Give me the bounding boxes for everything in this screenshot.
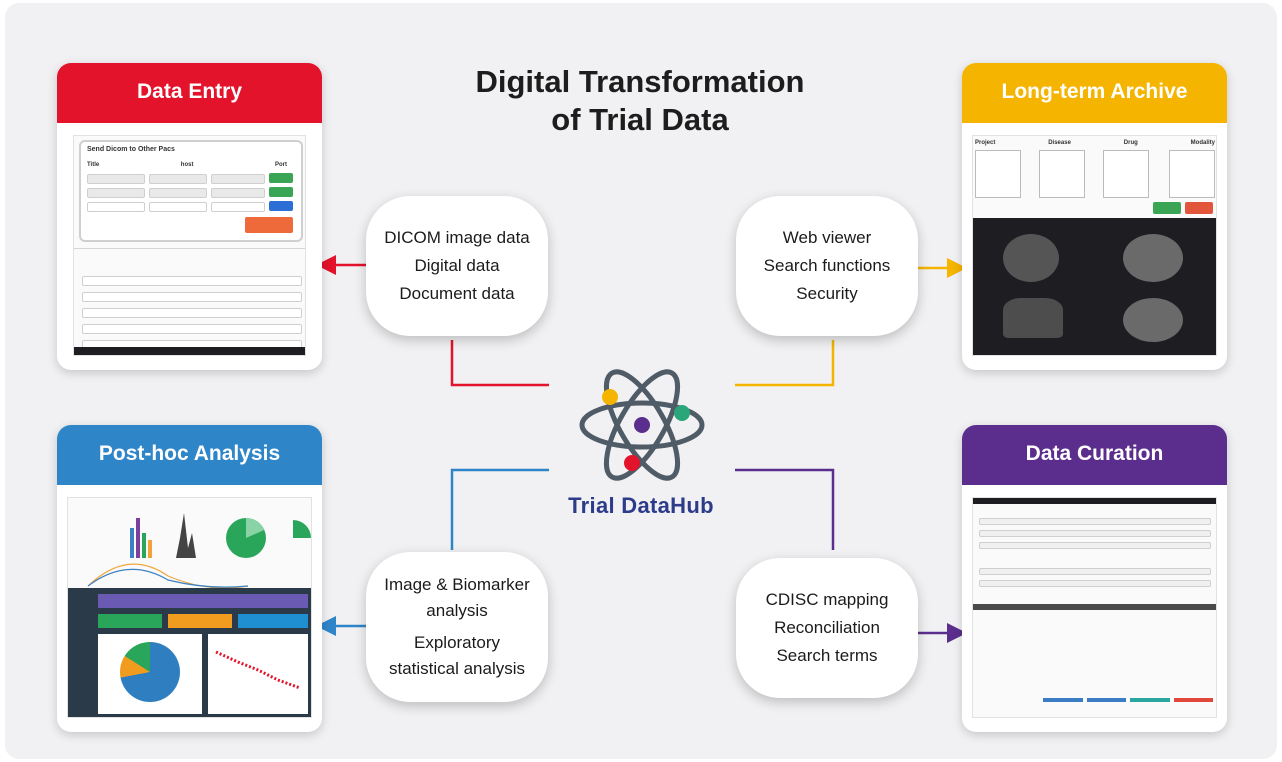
- panel-title-post-hoc: Post-hoc Analysis: [57, 425, 322, 485]
- ct-slice: [1003, 298, 1063, 338]
- bubble-item: Document data: [399, 284, 515, 303]
- port-field-new[interactable]: [211, 202, 265, 212]
- filter-labels: Project Disease Drug Modality: [975, 140, 1215, 146]
- divider: [74, 248, 305, 249]
- bubble-archive: Web viewer Search functions Security: [736, 196, 918, 336]
- table-row: [979, 530, 1211, 537]
- pie-chart-card: [98, 634, 202, 714]
- dialog-columns: Title host Port: [87, 162, 287, 168]
- data-entry-screenshot: Send Dicom to Other Pacs Title host Port: [73, 135, 306, 356]
- filter-modality: Modality: [1190, 140, 1215, 146]
- bubble-curation: CDISC mapping Reconciliation Search term…: [736, 558, 918, 698]
- footer-bar: [74, 347, 305, 355]
- table-row: [979, 518, 1211, 525]
- port-field[interactable]: [211, 174, 265, 184]
- bubble-item: Web viewer: [782, 228, 872, 247]
- bubble-item: DICOM image data: [384, 228, 530, 247]
- table-row: [979, 542, 1211, 549]
- stat-box: [238, 614, 308, 628]
- title-field-new[interactable]: [87, 202, 145, 212]
- table-row: [82, 308, 302, 318]
- ct-slice: [1003, 234, 1059, 282]
- title-field[interactable]: [87, 174, 145, 184]
- panel-data-entry: Data Entry Send Dicom to Other Pacs Titl…: [57, 63, 322, 370]
- dashboard: [68, 588, 311, 717]
- panel-data-curation: Data Curation: [962, 425, 1227, 732]
- title-line-1: Digital Transformation: [475, 64, 805, 99]
- column-host: host: [180, 162, 194, 168]
- dialog-heading: Send Dicom to Other Pacs: [87, 146, 175, 153]
- table-row: [82, 292, 302, 302]
- hub-label: Trial DataHub: [568, 493, 714, 518]
- panel-title-archive: Long-term Archive: [962, 63, 1227, 123]
- panel-title-curation: Data Curation: [962, 425, 1227, 485]
- search-button[interactable]: [1153, 202, 1181, 214]
- column-port: Port: [275, 162, 287, 168]
- bubble-item: Image & Biomarker: [384, 575, 530, 594]
- disease-list[interactable]: [1039, 150, 1085, 198]
- filter-disease: Disease: [1048, 140, 1071, 146]
- send-dicom-dialog: Send Dicom to Other Pacs Title host Port: [79, 140, 303, 242]
- bubble-item: Digital data: [414, 256, 500, 275]
- archive-screenshot: Project Disease Drug Modality: [972, 135, 1217, 356]
- table-row: [82, 276, 302, 286]
- panel-post-hoc-analysis: Post-hoc Analysis: [57, 425, 322, 732]
- table-row: [82, 324, 302, 334]
- table-row: [979, 580, 1211, 587]
- pie-chart: [120, 642, 180, 702]
- bubble-post-hoc: Image & Biomarker analysis Exploratory s…: [366, 552, 548, 702]
- title-field-2[interactable]: [87, 188, 145, 198]
- title-line-2: of Trial Data: [551, 102, 729, 137]
- host-field-new[interactable]: [149, 202, 207, 212]
- host-field[interactable]: [149, 174, 207, 184]
- column-title: Title: [87, 162, 100, 168]
- host-field-2[interactable]: [149, 188, 207, 198]
- panel-long-term-archive: Long-term Archive Project Disease Drug M…: [962, 63, 1227, 370]
- add-button[interactable]: [269, 201, 293, 211]
- port-field-2[interactable]: [211, 188, 265, 198]
- project-list[interactable]: [975, 150, 1021, 198]
- analysis-charts: [87, 513, 311, 589]
- stat-box: [168, 614, 232, 628]
- status-bars: [1043, 698, 1213, 702]
- cancel-button[interactable]: [245, 217, 293, 233]
- filter-project: Project: [975, 140, 996, 146]
- page-title: Digital Transformation of Trial Data: [430, 63, 850, 139]
- curation-screenshot: [972, 497, 1217, 718]
- analysis-screenshot: [67, 497, 312, 718]
- send-button[interactable]: [269, 173, 293, 183]
- section-bar: [973, 604, 1216, 610]
- drug-list[interactable]: [1103, 150, 1149, 198]
- bubble-item: analysis: [426, 601, 488, 620]
- reset-button[interactable]: [1185, 202, 1213, 214]
- bubble-item: Search terms: [776, 646, 878, 665]
- bubble-item: statistical analysis: [388, 659, 526, 678]
- filter-drug: Drug: [1123, 140, 1138, 146]
- top-bar: [973, 498, 1216, 504]
- modality-list[interactable]: [1169, 150, 1215, 198]
- dashboard-header: [98, 594, 308, 608]
- dicom-web-viewer: [973, 218, 1216, 355]
- bubble-item: Reconciliation: [774, 618, 880, 637]
- panel-title-data-entry: Data Entry: [57, 63, 322, 123]
- send-button-2[interactable]: [269, 187, 293, 197]
- bubble-item: Exploratory: [414, 633, 500, 652]
- bubble-item: Security: [796, 284, 858, 303]
- atom-icon: [579, 369, 705, 481]
- ct-slice: [1123, 234, 1183, 282]
- bubble-item: CDISC mapping: [765, 590, 889, 609]
- table-row: [979, 568, 1211, 575]
- bubble-item: Search functions: [763, 256, 891, 275]
- ct-slice: [1123, 298, 1183, 342]
- stat-box: [98, 614, 162, 628]
- scatter-card: [208, 634, 308, 714]
- bubble-data-entry: DICOM image data Digital data Document d…: [366, 196, 548, 336]
